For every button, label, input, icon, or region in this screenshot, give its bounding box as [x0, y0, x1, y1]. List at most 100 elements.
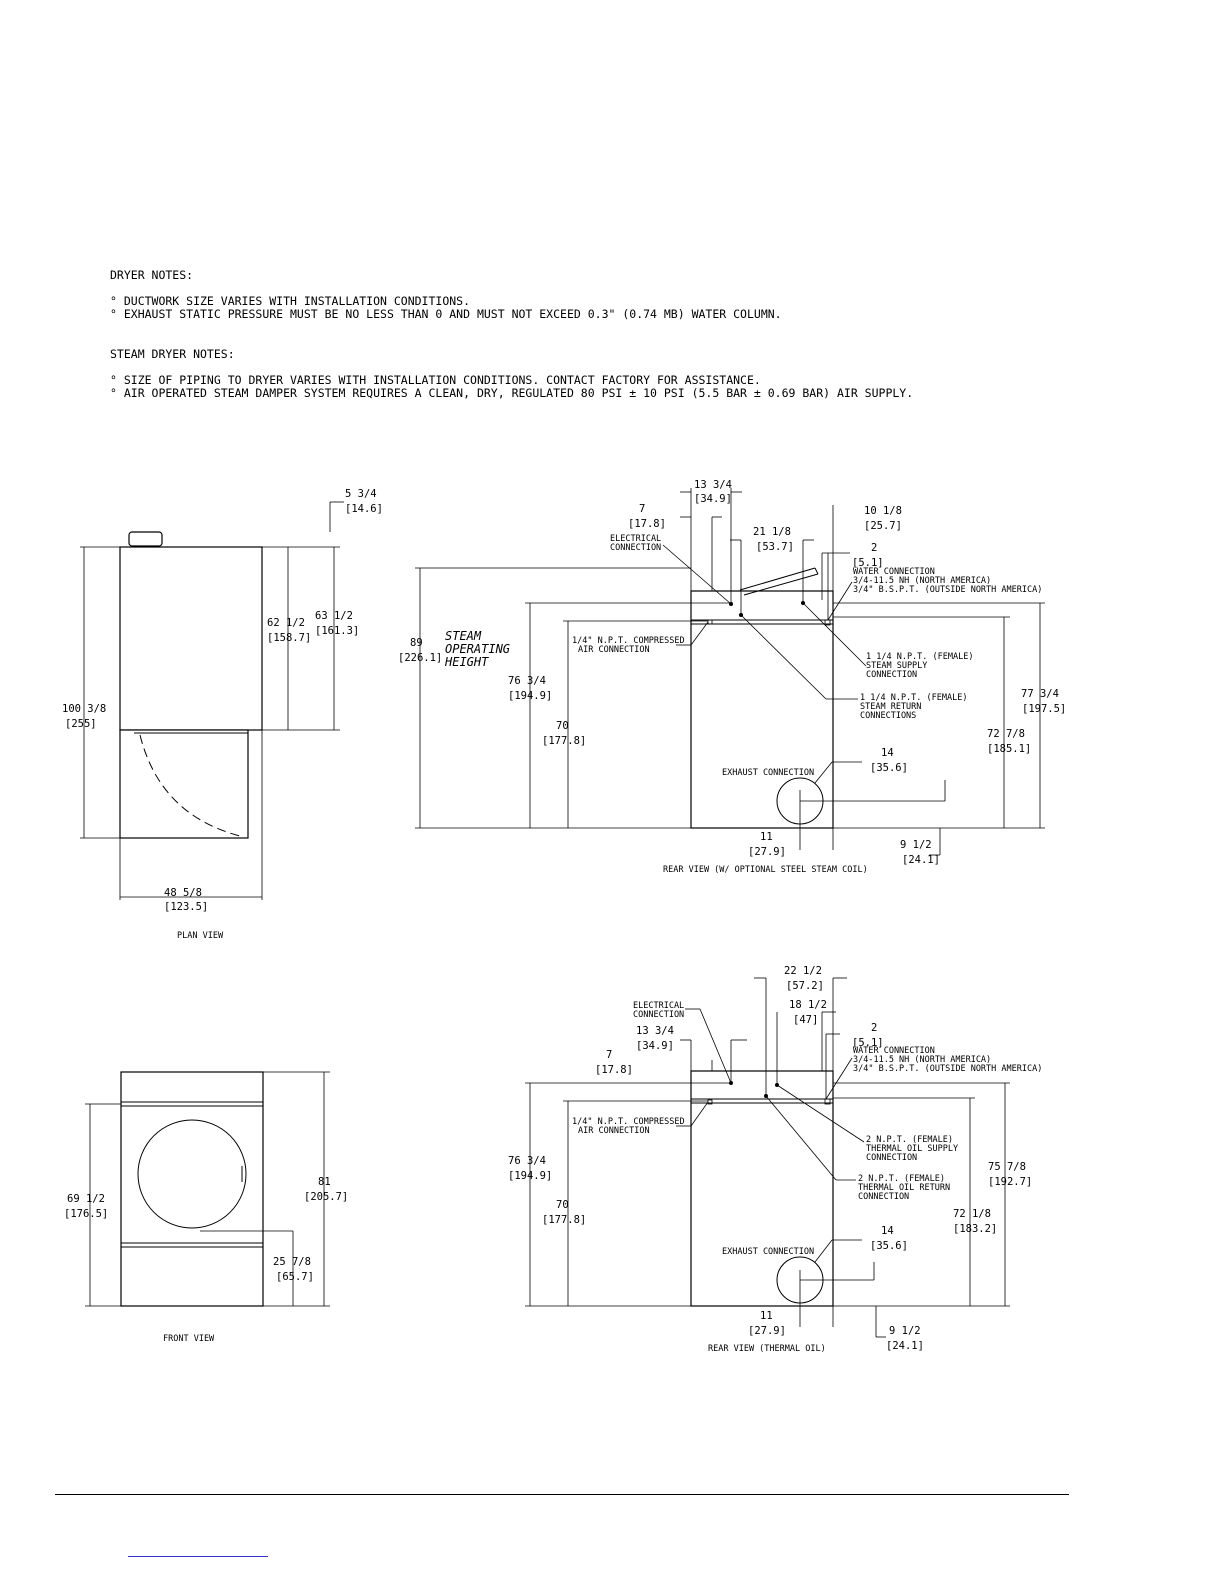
- rt-dim-11: 11: [760, 1310, 773, 1322]
- rs-dim-21-1-8: 21 1/8: [753, 526, 791, 538]
- rs-water-label-3: 3/4" B.S.P.T. (OUTSIDE NORTH AMERICA): [853, 585, 1042, 595]
- rt-dim-183-2: [183.2]: [953, 1223, 997, 1235]
- plan-dim-100-3-8: 100 3/8: [62, 703, 106, 715]
- rear-view-thermal-oil: 22 1/2 [57.2] 18 1/2 [47] 2 [5.1] 13 3/4…: [508, 965, 1042, 1354]
- footer-rule: [55, 1494, 1069, 1495]
- rs-dim-10-1-8: 10 1/8: [864, 505, 902, 517]
- rt-supply-label-2: THERMAL OIL SUPPLY: [866, 1144, 958, 1154]
- rs-return-label-1: 1 1/4 N.P.T. (FEMALE): [860, 693, 967, 703]
- rs-exhaust-label: EXHAUST CONNECTION: [722, 768, 814, 778]
- rt-supply-label-1: 2 N.P.T. (FEMALE): [866, 1135, 953, 1145]
- rs-return-label-3: CONNECTIONS: [860, 711, 916, 721]
- rt-dim-194-9: [194.9]: [508, 1170, 552, 1182]
- front-view: 69 1/2 [176.5] 81 [205.7] 25 7/8 [65.7] …: [64, 1071, 348, 1344]
- front-dim-25-7-8: 25 7/8: [273, 1256, 311, 1268]
- rt-water-label-2: 3/4-11.5 NH (NORTH AMERICA): [853, 1055, 991, 1065]
- plan-dim-14-6: [14.6]: [345, 503, 383, 515]
- rs-dim-14: 14: [881, 747, 894, 759]
- rs-dim-77-3-4: 77 3/4: [1021, 688, 1059, 700]
- plan-body: [119, 546, 263, 731]
- dryer-note-2: ° EXHAUST STATIC PRESSURE MUST BE NO LES…: [110, 307, 782, 321]
- plan-view: 5 3/4 [14.6] 62 1/2 [158.7] 63 1/2 [161.…: [62, 488, 383, 941]
- rs-dim-13-3-4: 13 3/4: [694, 479, 732, 491]
- front-dim-65-7: [65.7]: [276, 1271, 314, 1283]
- rt-supply-label-3: CONNECTION: [866, 1153, 917, 1163]
- rt-dim-18-1-2: 18 1/2: [789, 999, 827, 1011]
- rs-supply-label-3: CONNECTION: [866, 670, 917, 680]
- plan-top-cap: [128, 531, 163, 547]
- rs-water-label-2: 3/4-11.5 NH (NORTH AMERICA): [853, 576, 991, 586]
- rs-dim-226-1: [226.1]: [398, 652, 442, 664]
- steam-height-line-1: STEAM: [445, 629, 482, 643]
- rs-dim-5-1: [5.1]: [852, 557, 884, 569]
- rs-dim-53-7: [53.7]: [756, 541, 794, 553]
- dryer-notes: DRYER NOTES: ° DUCTWORK SIZE VARIES WITH…: [110, 268, 782, 321]
- front-view-title: FRONT VIEW: [163, 1334, 215, 1344]
- rt-electrical-label-1: ELECTRICAL: [633, 1001, 684, 1011]
- footer-link-underline: [128, 1556, 268, 1557]
- rt-return-label-1: 2 N.P.T. (FEMALE): [858, 1174, 945, 1184]
- plan-dim-255: [255]: [65, 718, 97, 730]
- rt-dim-35-6: [35.6]: [870, 1240, 908, 1252]
- rt-dim-70: 70: [556, 1199, 569, 1211]
- rt-dim-192-7: [192.7]: [988, 1176, 1032, 1188]
- rt-air-label-2: AIR CONNECTION: [578, 1126, 650, 1136]
- door-swing-arc: [139, 734, 241, 837]
- rear-steam-title: REAR VIEW (W/ OPTIONAL STEEL STEAM COIL): [663, 865, 868, 875]
- door-porthole: [137, 1119, 247, 1229]
- rt-dim-13-3-4: 13 3/4: [636, 1025, 674, 1037]
- rs-dim-2: 2: [871, 542, 877, 554]
- plan-dim-63-1-2: 63 1/2: [315, 610, 353, 622]
- rs-supply-label-1: 1 1/4 N.P.T. (FEMALE): [866, 652, 973, 662]
- front-dim-69-1-2: 69 1/2: [67, 1193, 105, 1205]
- rt-dim-14: 14: [881, 1225, 894, 1237]
- rt-water-label-3: 3/4" B.S.P.T. (OUTSIDE NORTH AMERICA): [853, 1064, 1042, 1074]
- rs-air-label-1: 1/4" N.P.T. COMPRESSED: [572, 636, 685, 646]
- plan-door-area: [119, 729, 249, 839]
- rt-dim-47: [47]: [793, 1014, 818, 1026]
- rt-water-label-1: WATER CONNECTION: [853, 1046, 935, 1056]
- plan-dim-123-5: [123.5]: [164, 901, 208, 913]
- plan-dim-62-1-2: 62 1/2: [267, 617, 305, 629]
- rs-dim-9-1-2: 9 1/2: [900, 839, 932, 851]
- plan-view-title: PLAN VIEW: [177, 931, 224, 941]
- rt-exhaust-label: EXHAUST CONNECTION: [722, 1247, 814, 1257]
- rt-dim-57-2: [57.2]: [786, 980, 824, 992]
- rt-return-label-3: CONNECTION: [858, 1192, 909, 1202]
- rear-view-steam: 13 3/4 [34.9] 7 [17.8] 21 1/8 [53.7] 10 …: [398, 479, 1066, 875]
- rs-dim-34-9: [34.9]: [694, 493, 732, 505]
- rt-dim-24-1: [24.1]: [886, 1340, 924, 1352]
- rt-return-label-2: THERMAL OIL RETURN: [858, 1183, 950, 1193]
- rt-dim-9-1-2: 9 1/2: [889, 1325, 921, 1337]
- rs-dim-89: 89: [410, 637, 423, 649]
- rs-dim-177-8: [177.8]: [542, 735, 586, 747]
- rt-dim-72-1-8: 72 1/8: [953, 1208, 991, 1220]
- rs-electrical-label-1: ELECTRICAL: [610, 534, 661, 544]
- steam-dryer-notes: STEAM DRYER NOTES: ° SIZE OF PIPING TO D…: [110, 347, 913, 400]
- rt-air-label-1: 1/4" N.P.T. COMPRESSED: [572, 1117, 685, 1127]
- rs-dim-197-5: [197.5]: [1022, 703, 1066, 715]
- rt-dim-27-9: [27.9]: [748, 1325, 786, 1337]
- rs-dim-27-9: [27.9]: [748, 846, 786, 858]
- dryer-note-1: ° DUCTWORK SIZE VARIES WITH INSTALLATION…: [110, 294, 470, 308]
- rt-dim-2: 2: [871, 1022, 877, 1034]
- rear-steam-body: [690, 590, 834, 829]
- front-dim-205-7: [205.7]: [304, 1191, 348, 1203]
- rs-dim-25-7: [25.7]: [864, 520, 902, 532]
- plan-dim-161-3: [161.3]: [315, 625, 359, 637]
- rs-dim-185-1: [185.1]: [987, 743, 1031, 755]
- rt-dim-76-3-4: 76 3/4: [508, 1155, 546, 1167]
- dryer-notes-heading: DRYER NOTES:: [110, 268, 193, 282]
- rs-return-label-2: STEAM RETURN: [860, 702, 921, 712]
- rs-electrical-label-2: CONNECTION: [610, 543, 661, 553]
- rt-dim-75-7-8: 75 7/8: [988, 1161, 1026, 1173]
- rs-dim-35-6: [35.6]: [870, 762, 908, 774]
- rt-dim-7: 7: [606, 1049, 612, 1061]
- steam-note-2: ° AIR OPERATED STEAM DAMPER SYSTEM REQUI…: [110, 386, 913, 400]
- rs-dim-24-1: [24.1]: [902, 854, 940, 866]
- front-dim-81: 81: [318, 1176, 331, 1188]
- rs-dim-76-3-4: 76 3/4: [508, 675, 546, 687]
- rt-dim-34-9: [34.9]: [636, 1040, 674, 1052]
- steam-height-line-3: HEIGHT: [444, 655, 489, 669]
- rt-dim-22-1-2: 22 1/2: [784, 965, 822, 977]
